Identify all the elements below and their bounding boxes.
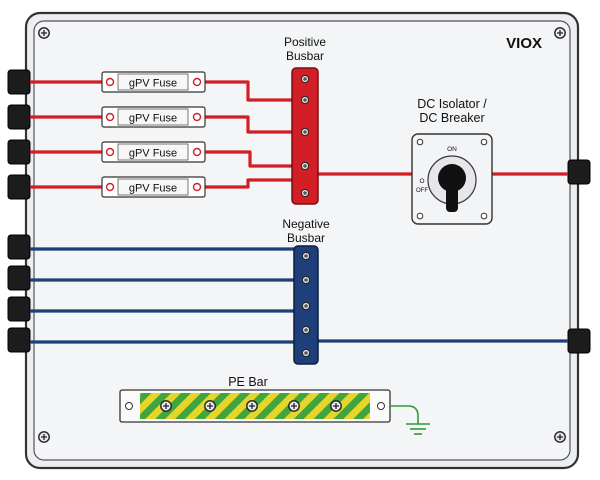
earth-wire [390,405,419,424]
isolator-subtitle: DC Breaker [419,111,484,125]
brand-logo: VIOX [506,35,542,52]
corner-screw-icon [38,27,50,39]
isolator-title: DC Isolator / [417,97,487,111]
ground-icon [406,423,430,435]
fuse-label: gPV Fuse [129,113,177,125]
positive-busbar-title: Positive [284,35,326,49]
pe-bar-title: PE Bar [228,375,268,389]
negative-wiring [30,247,568,344]
negative-busbar-subtitle: Busbar [287,231,325,245]
dc-isolator: ON O OFF [411,133,493,225]
positive-busbar-subtitle: Busbar [286,49,324,63]
fuse-label: gPV Fuse [129,183,177,195]
fuse-3: gPV Fuse [101,141,206,163]
positive-busbar [291,67,319,205]
corner-screw-icon [554,431,566,443]
fuse-label: gPV Fuse [129,78,177,90]
pe-bar [119,389,391,423]
fuse-4: gPV Fuse [101,176,206,198]
isolator-on-label: ON [447,146,457,153]
negative-busbar [293,245,319,365]
fuse-1: gPV Fuse [101,71,206,93]
fuse-2: gPV Fuse [101,106,206,128]
isolator-off-mark: O [419,178,424,185]
corner-screw-icon [38,431,50,443]
fuse-label: gPV Fuse [129,148,177,160]
isolator-off-label: OFF [416,188,428,194]
isolator-knob [438,164,466,212]
negative-busbar-title: Negative [282,217,330,231]
right-cable-glands [567,159,591,354]
positive-wiring [30,80,568,189]
corner-screw-icon [554,27,566,39]
